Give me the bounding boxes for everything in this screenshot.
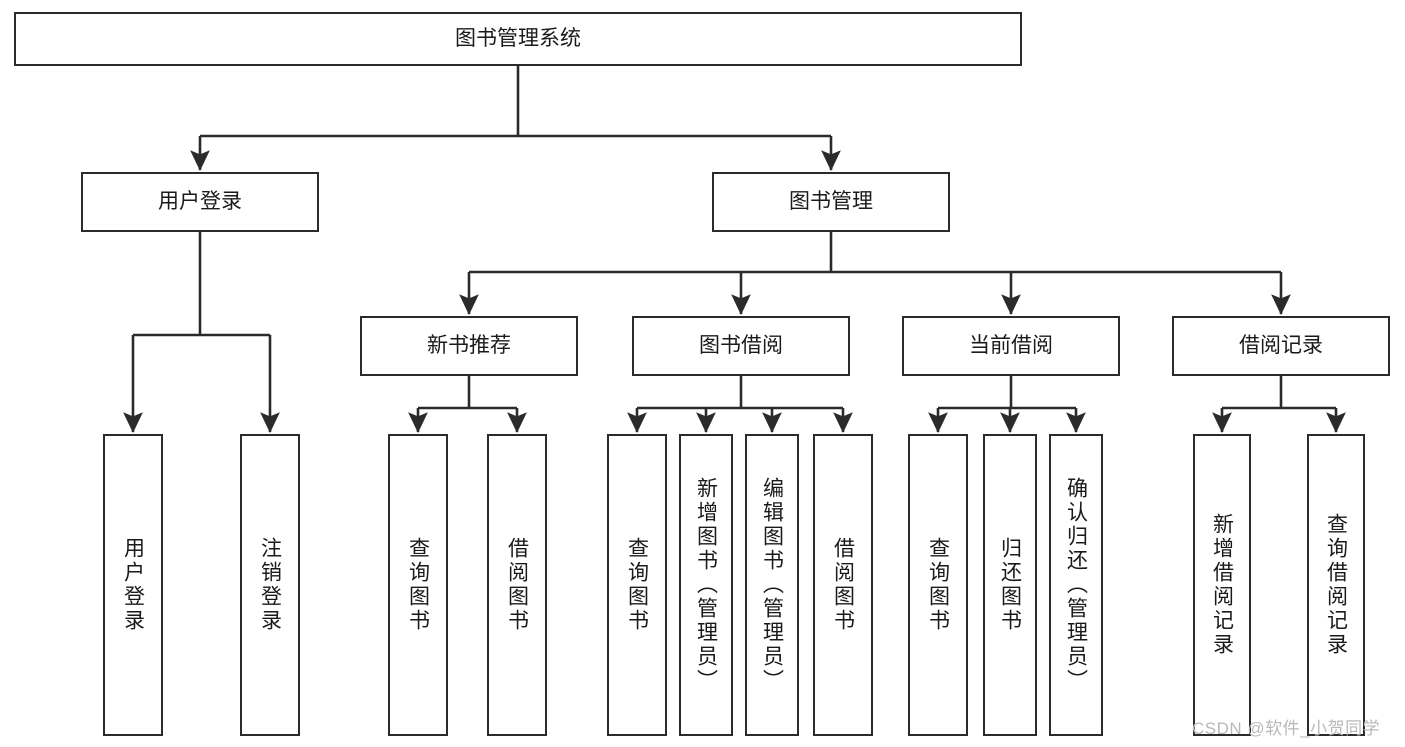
node-label-leaf-return-book: 归还图书 — [998, 537, 1022, 633]
edge-bus-book-borrow — [637, 376, 843, 410]
edge-bus-root — [200, 66, 831, 138]
edges-group — [123, 66, 1346, 434]
node-leaf-query-book-2[interactable]: 查询图书 — [607, 434, 667, 736]
csdn-watermark: CSDN @软件_小贺同学 — [1192, 719, 1381, 738]
node-leaf-query-record[interactable]: 查询借阅记录 — [1307, 434, 1365, 736]
node-label-leaf-borrow-book-1: 借阅图书 — [505, 537, 529, 633]
node-leaf-query-book-3[interactable]: 查询图书 — [908, 434, 968, 736]
node-leaf-add-book[interactable]: 新增图书（管理员） — [679, 434, 733, 736]
node-leaf-edit-book[interactable]: 编辑图书（管理员） — [745, 434, 799, 736]
node-label-root: 图书管理系统 — [455, 26, 581, 50]
node-new-book-recommend[interactable]: 新书推荐 — [360, 316, 578, 376]
node-label-leaf-query-book-1: 查询图书 — [406, 537, 430, 633]
node-label-leaf-user-login: 用户登录 — [121, 537, 145, 633]
edge-bus-borrow-record — [1222, 376, 1336, 410]
node-leaf-borrow-book-2[interactable]: 借阅图书 — [813, 434, 873, 736]
node-label-book-borrow: 图书借阅 — [699, 333, 783, 357]
node-borrow-record[interactable]: 借阅记录 — [1172, 316, 1390, 376]
node-label-leaf-add-book: 新增图书（管理员） — [694, 477, 718, 693]
node-label-leaf-query-book-2: 查询图书 — [625, 537, 649, 633]
node-leaf-query-book-1[interactable]: 查询图书 — [388, 434, 448, 736]
node-leaf-return-book[interactable]: 归还图书 — [983, 434, 1037, 736]
edge-bus-book-manage — [469, 232, 1281, 274]
node-leaf-user-logout[interactable]: 注销登录 — [240, 434, 300, 736]
node-book-borrow[interactable]: 图书借阅 — [632, 316, 850, 376]
node-label-leaf-borrow-book-2: 借阅图书 — [831, 537, 855, 633]
node-label-leaf-add-record: 新增借阅记录 — [1210, 513, 1234, 657]
node-label-current-borrow: 当前借阅 — [969, 333, 1053, 357]
node-label-borrow-record: 借阅记录 — [1239, 333, 1323, 357]
node-root[interactable]: 图书管理系统 — [14, 12, 1022, 66]
edge-bus-new-book-recommend — [418, 376, 517, 410]
node-current-borrow[interactable]: 当前借阅 — [902, 316, 1120, 376]
node-leaf-confirm-return[interactable]: 确认归还（管理员） — [1049, 434, 1103, 736]
node-book-manage[interactable]: 图书管理 — [712, 172, 950, 232]
node-label-leaf-query-record: 查询借阅记录 — [1324, 513, 1348, 657]
node-label-leaf-user-logout: 注销登录 — [258, 537, 282, 633]
node-user-login[interactable]: 用户登录 — [81, 172, 319, 232]
node-label-leaf-confirm-return: 确认归还（管理员） — [1064, 477, 1088, 693]
node-label-leaf-query-book-3: 查询图书 — [926, 537, 950, 633]
node-leaf-borrow-book-1[interactable]: 借阅图书 — [487, 434, 547, 736]
node-label-user-login: 用户登录 — [158, 189, 242, 213]
edge-bus-current-borrow — [938, 376, 1076, 410]
node-leaf-user-login[interactable]: 用户登录 — [103, 434, 163, 736]
node-leaf-add-record[interactable]: 新增借阅记录 — [1193, 434, 1251, 736]
node-label-leaf-edit-book: 编辑图书（管理员） — [760, 477, 784, 693]
node-label-book-manage: 图书管理 — [789, 189, 873, 213]
edge-bus-user-login — [133, 232, 270, 337]
node-label-new-book-recommend: 新书推荐 — [427, 333, 511, 357]
